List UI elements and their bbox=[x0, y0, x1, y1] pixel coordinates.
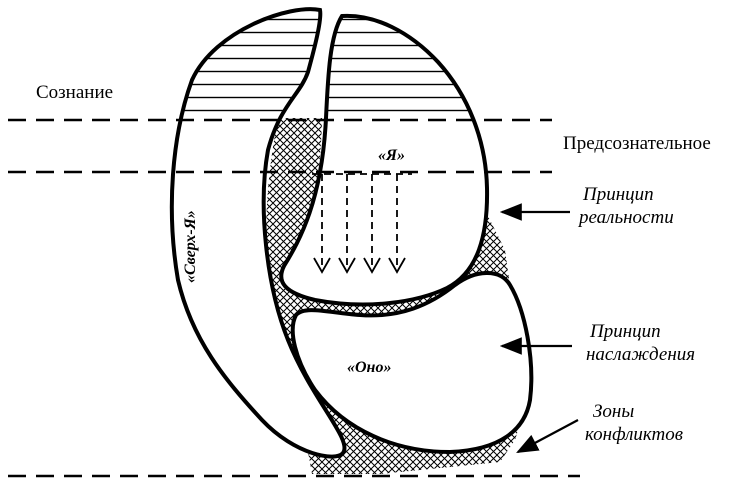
reality-principle-line2: реальности bbox=[579, 206, 674, 229]
superego-label: «Сверх-Я» bbox=[182, 210, 200, 283]
conflict-zones-line2: конфликтов bbox=[585, 423, 683, 446]
reality-principle-label: Принцип реальности bbox=[583, 183, 674, 229]
pleasure-principle-line2: наслаждения bbox=[586, 343, 695, 366]
id-label: «Оно» bbox=[347, 359, 391, 377]
conscious-label: Сознание bbox=[36, 82, 113, 104]
pleasure-principle-label: Принцип наслаждения bbox=[590, 320, 695, 366]
reality-principle-line1: Принцип bbox=[583, 183, 674, 206]
conflict-zone-arrow bbox=[518, 420, 578, 452]
preconscious-label: Предсознательное bbox=[563, 133, 711, 155]
ego-label: «Я» bbox=[378, 147, 405, 165]
pleasure-principle-line1: Принцип bbox=[590, 320, 695, 343]
conflict-zones-line1: Зоны bbox=[593, 400, 683, 423]
conflict-zones-label: Зоны конфликтов bbox=[585, 400, 683, 446]
